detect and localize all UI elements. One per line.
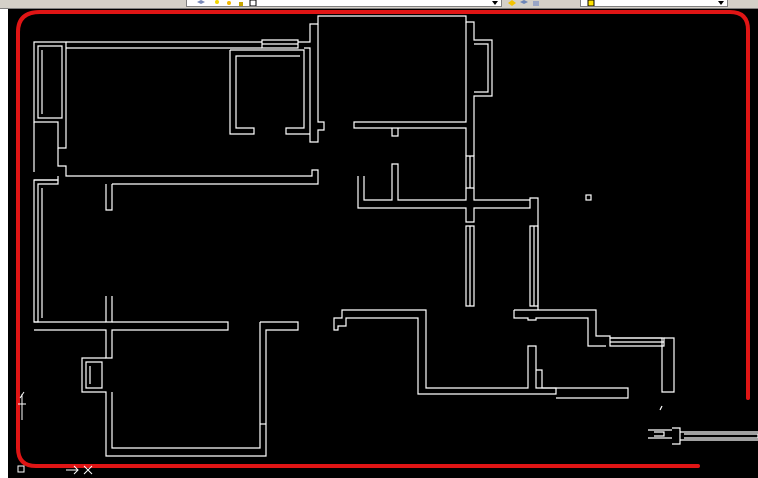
wall-line bbox=[66, 41, 262, 49]
dropdown-arrow-icon[interactable] bbox=[717, 0, 725, 6]
layer-states-icon[interactable] bbox=[520, 0, 528, 6]
wall-line bbox=[57, 148, 319, 185]
window-line bbox=[261, 39, 299, 49]
wall-line bbox=[536, 369, 629, 399]
properties-icon[interactable] bbox=[532, 0, 540, 6]
wall-line bbox=[391, 128, 399, 137]
wall-line bbox=[333, 309, 557, 395]
cad-drawing-canvas[interactable] bbox=[8, 9, 758, 478]
point-marker bbox=[585, 194, 592, 201]
dropdown-arrow-icon[interactable] bbox=[491, 0, 499, 6]
wall-line bbox=[33, 41, 67, 149]
window-line bbox=[465, 155, 475, 189]
floor-plan-drawing bbox=[16, 10, 758, 475]
toolbar-strip bbox=[0, 0, 758, 9]
window-line bbox=[474, 43, 489, 93]
wall-line bbox=[353, 22, 467, 156]
wall-line bbox=[363, 163, 530, 201]
wall-line bbox=[514, 309, 675, 393]
sun-icon[interactable] bbox=[225, 0, 233, 6]
dimension-tick bbox=[659, 405, 663, 411]
layer-dropdown[interactable] bbox=[186, 0, 502, 7]
wall-line bbox=[357, 176, 539, 310]
wall-line bbox=[34, 321, 229, 359]
layer-stack-icon bbox=[197, 0, 205, 4]
wall-line bbox=[229, 49, 310, 135]
wall-line bbox=[33, 122, 59, 181]
ucs-axis-icon bbox=[17, 391, 93, 475]
window-line bbox=[85, 361, 103, 389]
window-line bbox=[465, 225, 475, 307]
window-line bbox=[529, 225, 539, 307]
wall-line bbox=[111, 322, 261, 449]
window-line bbox=[37, 45, 63, 119]
wall-line bbox=[513, 310, 606, 347]
wall-line bbox=[304, 24, 325, 143]
wall-line bbox=[105, 184, 113, 323]
window-line bbox=[33, 179, 59, 323]
window-line bbox=[609, 337, 665, 347]
bulb-icon[interactable] bbox=[213, 0, 221, 6]
layer-color-icon[interactable] bbox=[249, 0, 257, 6]
wall-line bbox=[298, 15, 493, 120]
layer-previous-icon[interactable] bbox=[508, 0, 516, 6]
wall-line bbox=[81, 321, 299, 457]
highlight-outline bbox=[16, 10, 750, 468]
color-dropdown[interactable] bbox=[580, 0, 728, 7]
bylayer-swatch-icon bbox=[587, 0, 595, 6]
dimension-line bbox=[648, 427, 758, 445]
lock-icon[interactable] bbox=[237, 0, 245, 6]
